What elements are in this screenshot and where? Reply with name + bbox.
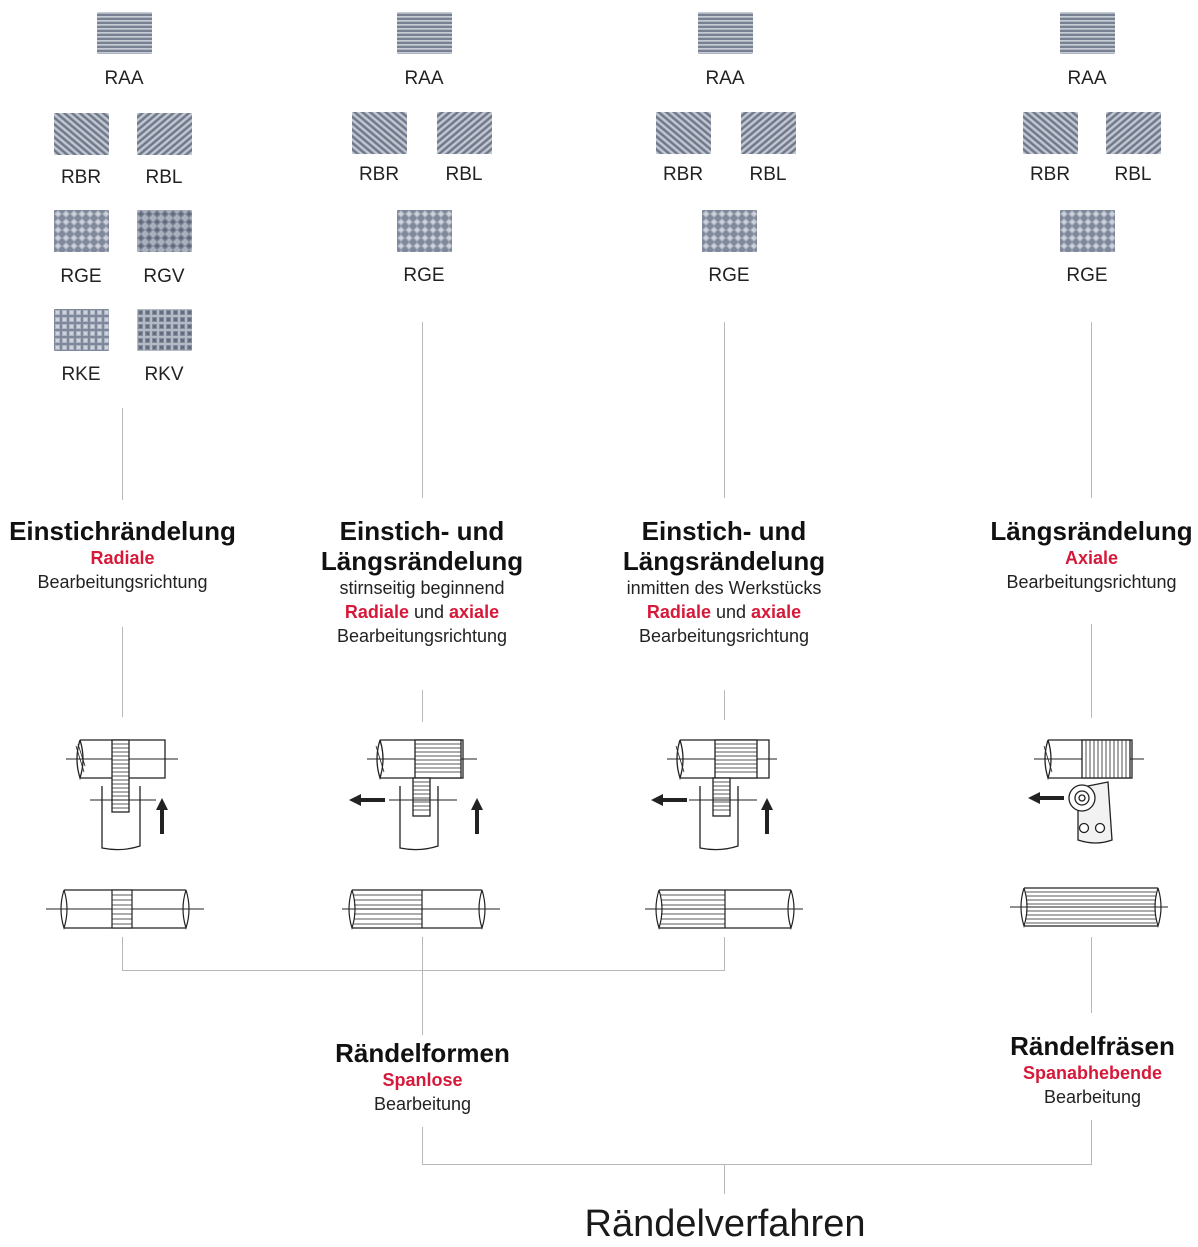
method-title: Längsrändelung — [320, 546, 524, 576]
method-einstich: Einstichrändelung Radiale Bearbeitungsri… — [0, 516, 245, 594]
texture-rge-icon — [702, 210, 757, 252]
group-highlight: Spanabhebende — [1022, 1063, 1163, 1083]
workpiece-axial-icon — [1010, 887, 1168, 928]
direction-highlight: axiale — [751, 602, 802, 622]
pattern-label: RKV — [144, 364, 184, 385]
texture-raa-icon — [397, 12, 452, 54]
direction-highlight: Radiale — [646, 602, 711, 622]
connector-line — [422, 937, 423, 1035]
group-desc: Bearbeitung — [1043, 1087, 1142, 1107]
method-title: Längsrändelung — [990, 516, 1193, 546]
pattern-label: RBL — [1114, 164, 1152, 185]
pattern-label: RBL — [749, 164, 787, 185]
texture-rge-icon — [54, 210, 109, 252]
group-raendelfraesen: Rändelfräsen Spanabhebende Bearbeitung — [990, 1031, 1195, 1109]
method-title: Längsrändelung — [622, 546, 826, 576]
group-title: Rändelfräsen — [1010, 1031, 1175, 1061]
method-desc: inmitten des Werkstücks — [626, 578, 822, 598]
pattern-label: RBR — [358, 164, 400, 185]
texture-rbl-icon — [137, 113, 192, 155]
group-desc: Bearbeitung — [373, 1094, 472, 1114]
connector-line — [122, 627, 123, 717]
texture-rkv-icon — [137, 309, 192, 351]
pattern-label: RGE — [60, 266, 102, 287]
radial-axial-knurl-drawing-icon — [349, 739, 483, 851]
method-title: Einstich- und — [339, 516, 505, 546]
pattern-label: RAA — [705, 68, 745, 89]
connector-line — [422, 322, 423, 498]
direction-highlight: Radiale — [344, 602, 409, 622]
connector-line — [422, 1127, 423, 1165]
method-einstich-laengs-stirn: Einstich- und Längsrändelung stirnseitig… — [297, 516, 547, 648]
connector-line — [122, 970, 725, 971]
connector-line — [724, 690, 725, 720]
connector-line — [422, 1164, 1092, 1165]
method-desc: Bearbeitungsrichtung — [37, 572, 208, 592]
pattern-label: RGV — [143, 266, 185, 287]
pattern-label: RGE — [1066, 265, 1108, 286]
radial-knurl-drawing-icon — [66, 739, 178, 851]
texture-rbr-icon — [54, 113, 109, 155]
pattern-label: RAA — [104, 68, 144, 89]
direction-highlight: axiale — [449, 602, 500, 622]
pattern-label: RBR — [1029, 164, 1071, 185]
texture-rbr-icon — [1023, 112, 1078, 154]
pattern-label: RGE — [403, 265, 445, 286]
texture-raa-icon — [97, 12, 152, 54]
workpiece-radial-axial-mid-icon — [645, 889, 803, 930]
pattern-label: RBR — [60, 167, 102, 188]
root-title: Rändelverfahren — [584, 1203, 866, 1245]
connector-line — [422, 690, 423, 722]
method-title: Einstich- und — [641, 516, 807, 546]
method-laengs: Längsrändelung Axiale Bearbeitungsrichtu… — [985, 516, 1198, 594]
texture-rbl-icon — [1106, 112, 1161, 154]
group-highlight: Spanlose — [382, 1070, 463, 1090]
group-raendelformen: Rändelformen Spanlose Bearbeitung — [300, 1038, 545, 1116]
method-einstich-laengs-mitte: Einstich- und Längsrändelung inmitten de… — [598, 516, 850, 648]
connector-line — [724, 322, 725, 498]
joiner: und — [715, 602, 747, 622]
texture-rgv-icon — [137, 210, 192, 252]
workpiece-radial-icon — [46, 889, 204, 930]
method-title: Einstichrändelung — [9, 516, 236, 546]
direction-highlight: Radiale — [90, 548, 155, 568]
texture-rbl-icon — [741, 112, 796, 154]
connector-line — [724, 937, 725, 971]
texture-rge-icon — [397, 210, 452, 252]
knurl-milling-drawing-icon — [1028, 739, 1144, 844]
pattern-label: RAA — [1067, 68, 1107, 89]
connector-line — [1091, 937, 1092, 1013]
radial-axial-mid-knurl-drawing-icon — [651, 739, 777, 851]
texture-rbl-icon — [437, 112, 492, 154]
pattern-label: RGE — [708, 265, 750, 286]
pattern-label: RBL — [445, 164, 483, 185]
workpiece-radial-axial-icon — [342, 889, 500, 930]
method-desc: Bearbeitungsrichtung — [336, 626, 508, 646]
connector-line — [724, 1164, 725, 1194]
pattern-label: RKE — [61, 364, 101, 385]
method-desc: Bearbeitungsrichtung — [1006, 572, 1177, 592]
texture-rbr-icon — [656, 112, 711, 154]
pattern-label: RAA — [404, 68, 444, 89]
group-title: Rändelformen — [335, 1038, 510, 1068]
connector-line — [122, 937, 123, 971]
pattern-label: RBR — [662, 164, 704, 185]
texture-rbr-icon — [352, 112, 407, 154]
joiner: und — [413, 602, 445, 622]
direction-line: Radiale und axiale — [598, 600, 850, 624]
direction-line: Radiale und axiale — [297, 600, 547, 624]
texture-rke-icon — [54, 309, 109, 351]
connector-line — [1091, 322, 1092, 498]
texture-rge-icon — [1060, 210, 1115, 252]
texture-raa-icon — [698, 12, 753, 54]
direction-highlight: Axiale — [1064, 548, 1119, 568]
connector-line — [1091, 1120, 1092, 1165]
connector-line — [122, 408, 123, 500]
method-desc: Bearbeitungsrichtung — [638, 626, 810, 646]
texture-raa-icon — [1060, 12, 1115, 54]
pattern-label: RBL — [145, 167, 183, 188]
method-desc: stirnseitig beginnend — [339, 578, 505, 598]
connector-line — [1091, 624, 1092, 718]
